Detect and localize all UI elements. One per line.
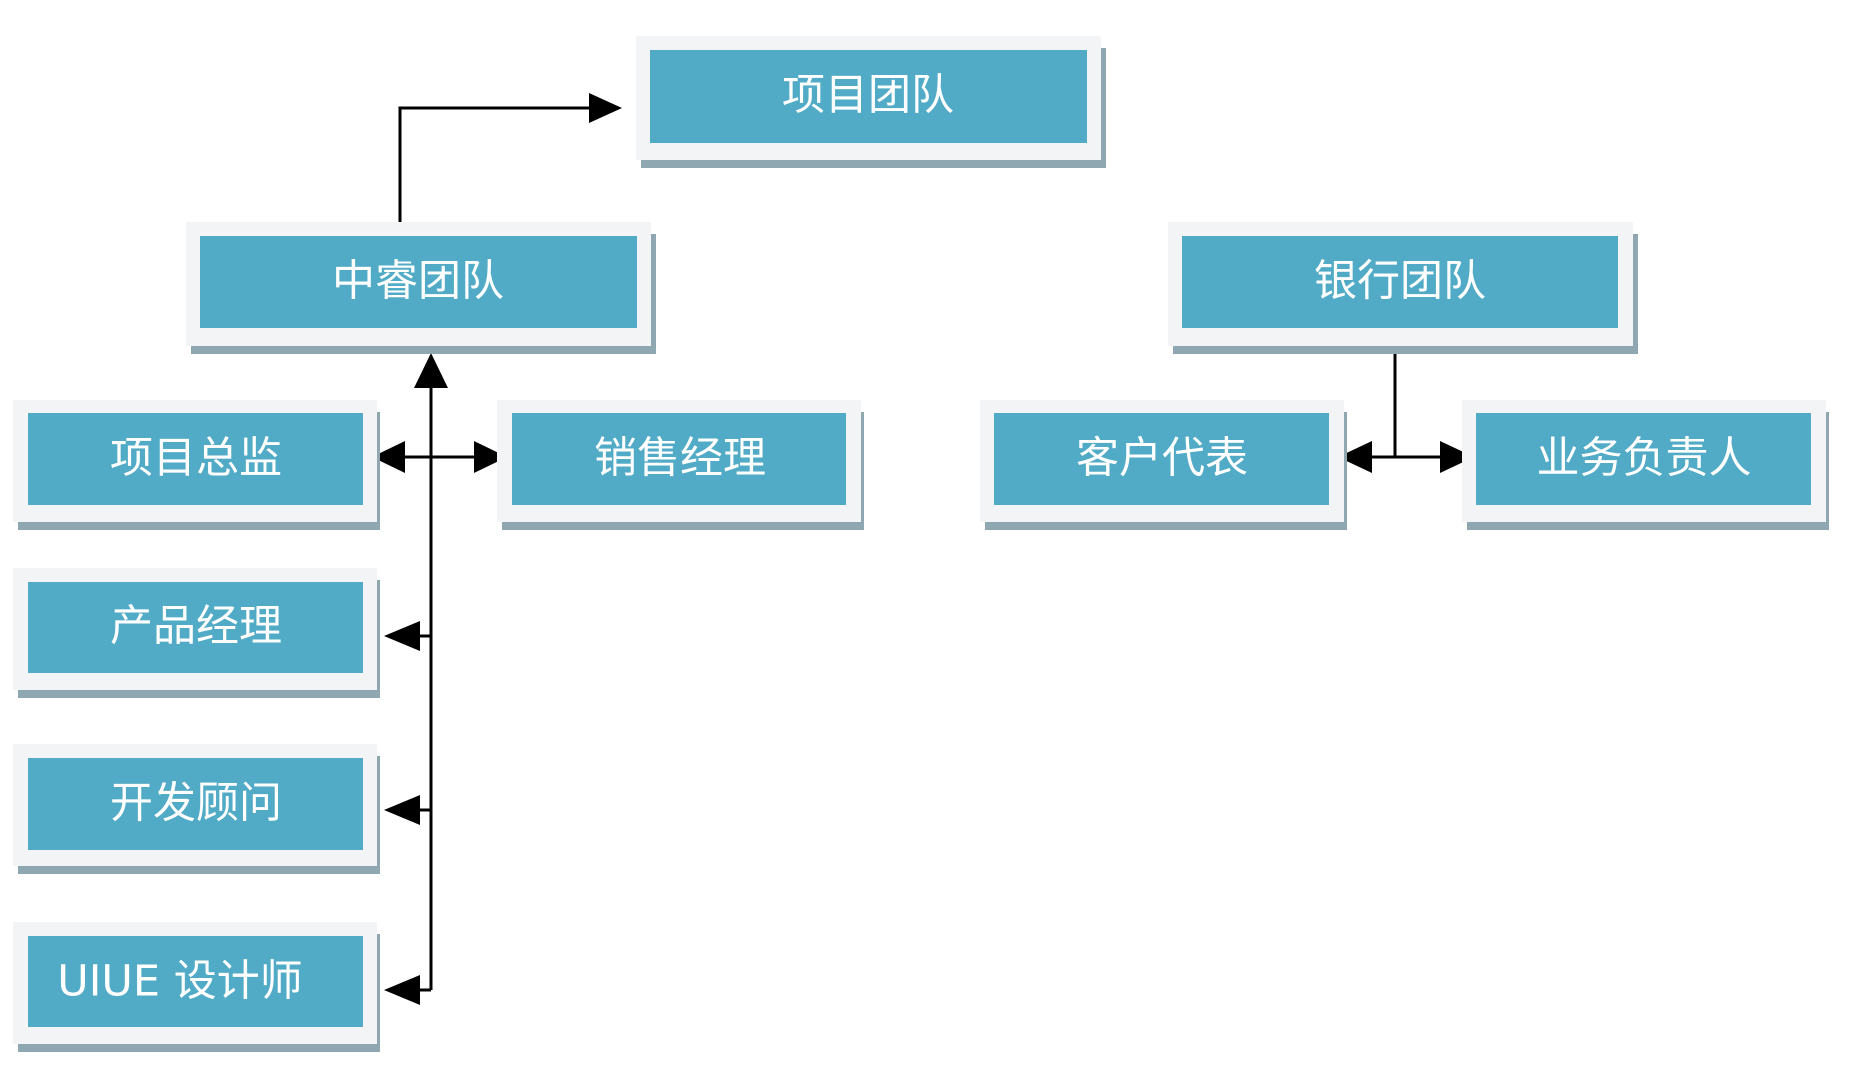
node-label: 业务负责人: [1537, 434, 1752, 484]
node-box: [28, 413, 363, 505]
node-label: 项目总监: [110, 434, 282, 484]
node-business-lead: 业务负责人: [1462, 400, 1829, 530]
node-uiue-designer: UIUE 设计师: [13, 922, 380, 1052]
arrowhead-business-lead: [1440, 441, 1474, 473]
node-zhongrui-team: 中睿团队: [186, 222, 656, 354]
connector-zhongrui-to-project: [398, 106, 612, 228]
node-product-manager: 产品经理: [13, 568, 380, 698]
arrowhead-project-director: [372, 441, 405, 473]
node-label: 中睿团队: [332, 257, 504, 307]
node-sales-manager: 销售经理: [497, 400, 864, 530]
arrowhead-dev-consultant: [384, 795, 420, 825]
nodes: 项目团队 中睿团队 银行团队 项目总监: [13, 36, 1829, 1052]
connectors: [372, 93, 1474, 1005]
node-label: UIUE 设计师: [57, 957, 302, 1007]
node-client-rep: 客户代表: [980, 400, 1347, 530]
arrowhead-product-manager: [384, 621, 420, 651]
node-label: 销售经理: [594, 434, 766, 484]
arrowhead-client-rep: [1338, 441, 1372, 473]
node-label: 产品经理: [110, 602, 282, 652]
node-box: [512, 413, 846, 505]
node-box: [28, 758, 363, 850]
node-label: 项目团队: [782, 71, 954, 121]
arrowhead-uiue-designer: [384, 975, 420, 1005]
arrowhead-zhongrui-team: [414, 353, 448, 388]
node-project-team: 项目团队: [636, 36, 1106, 168]
node-box: [1476, 413, 1811, 505]
arrowhead-project-team: [589, 93, 622, 123]
node-box: [650, 50, 1087, 143]
node-box: [28, 582, 363, 673]
node-bank-team: 银行团队: [1168, 222, 1638, 354]
node-box: [1182, 236, 1618, 328]
node-box: [28, 936, 363, 1027]
node-box: [994, 413, 1329, 505]
node-project-director: 项目总监: [13, 400, 380, 530]
node-box: [200, 236, 637, 328]
node-dev-consultant: 开发顾问: [13, 744, 380, 874]
node-label: 开发顾问: [110, 779, 282, 829]
arrowhead-sales-manager: [474, 441, 507, 473]
node-label: 客户代表: [1076, 434, 1248, 484]
node-label: 银行团队: [1314, 257, 1486, 307]
